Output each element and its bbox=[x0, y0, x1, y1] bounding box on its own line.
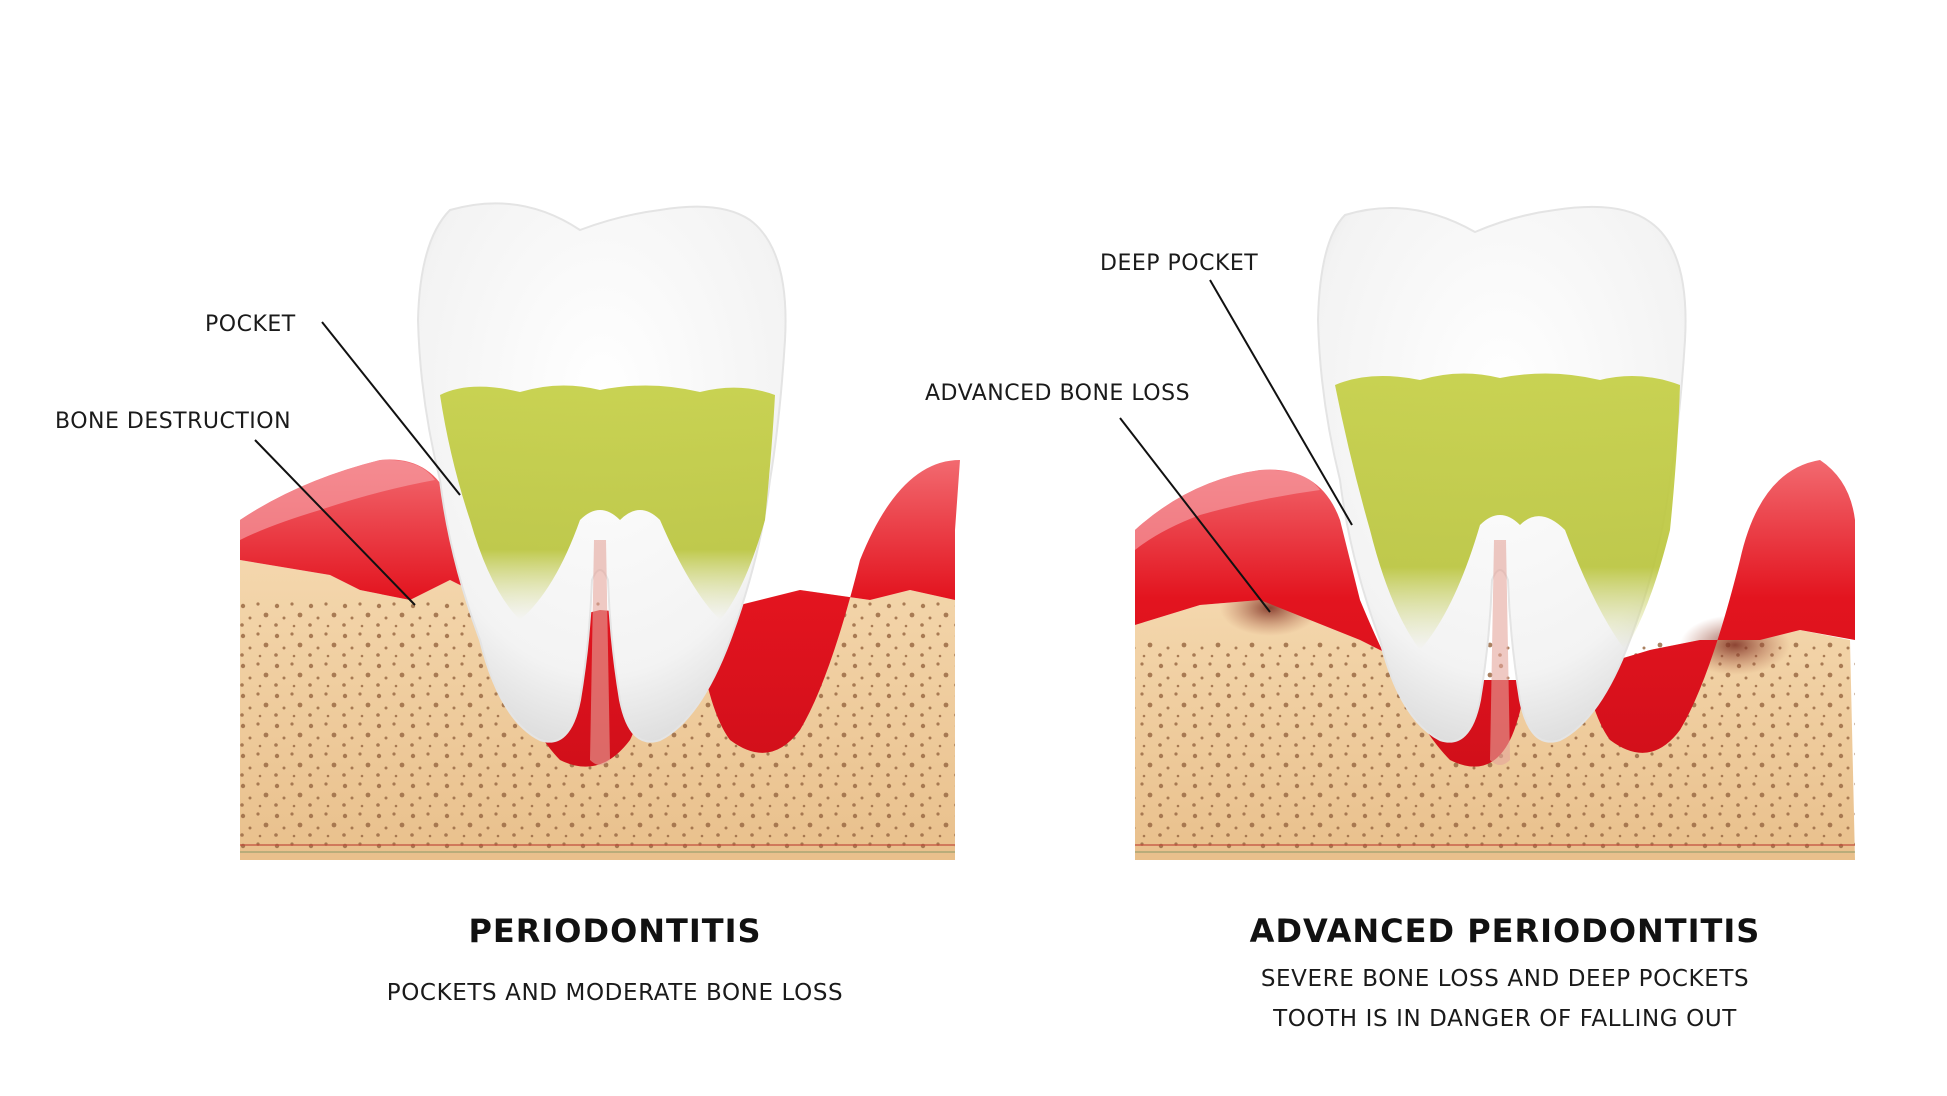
gum-tissue bbox=[1135, 460, 1855, 767]
leader-advanced-bone-loss bbox=[1119, 417, 1271, 613]
panel-subtitle-line-1: SEVERE BONE LOSS AND DEEP POCKETS bbox=[1261, 966, 1749, 992]
plaque-deposit bbox=[1335, 373, 1680, 650]
panel-title: ADVANCED PERIODONTITIS bbox=[1250, 912, 1761, 950]
callout-advanced-bone-loss: ADVANCED BONE LOSS bbox=[925, 381, 1190, 406]
callout-pocket: POCKET bbox=[205, 312, 296, 337]
panel-subtitle-line-2: TOOTH IS IN DANGER OF FALLING OUT bbox=[1272, 1006, 1737, 1032]
panel-advanced-periodontitis: DEEP POCKET ADVANCED BONE LOSS ADVANCED … bbox=[925, 205, 1855, 1032]
gum-highlight bbox=[240, 459, 435, 540]
plaque-deposit bbox=[440, 385, 775, 620]
leader-pocket bbox=[321, 321, 461, 496]
callout-deep-pocket: DEEP POCKET bbox=[1100, 251, 1258, 276]
callout-bone-destruction: BONE DESTRUCTION bbox=[55, 409, 291, 434]
panel-periodontitis: POCKET BONE DESTRUCTION PERIODONTITIS PO… bbox=[55, 202, 960, 1006]
leader-deep-pocket bbox=[1209, 279, 1353, 526]
root-canal bbox=[590, 540, 610, 765]
root-canal bbox=[1490, 540, 1510, 765]
gum-highlight bbox=[1135, 469, 1320, 550]
panel-subtitle-line-1: POCKETS AND MODERATE BONE LOSS bbox=[387, 980, 843, 1006]
leader-bone-destruction bbox=[254, 439, 416, 606]
panel-title: PERIODONTITIS bbox=[468, 912, 761, 950]
